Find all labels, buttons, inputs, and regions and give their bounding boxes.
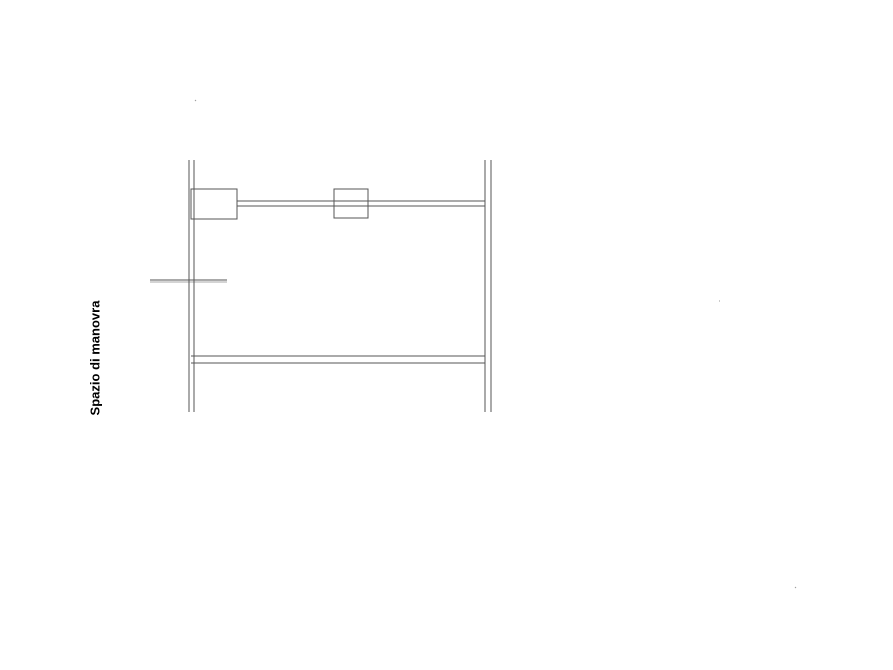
middle-box (333, 188, 369, 219)
tick-mark (150, 279, 227, 283)
scan-specks (194, 99, 797, 589)
left-box (190, 188, 238, 220)
left-wall (188, 160, 195, 412)
upper-bar (237, 200, 485, 207)
maneuver-space-label: Spazio di manovra (87, 300, 103, 416)
right-wall (484, 160, 492, 412)
lower-bar (191, 355, 485, 364)
